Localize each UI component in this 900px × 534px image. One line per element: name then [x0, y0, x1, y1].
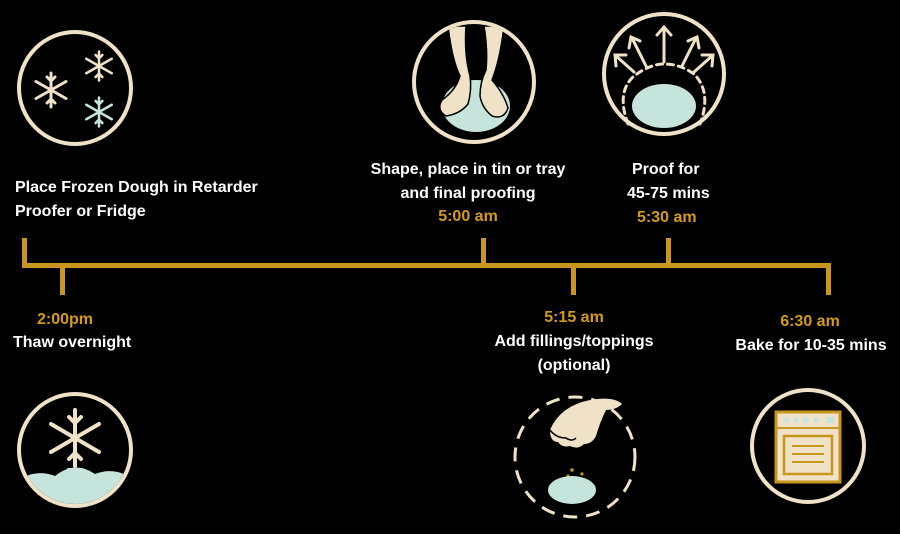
step1-label-line1: Place Frozen Dough in Retarder	[15, 179, 258, 196]
step4-label-line1: Add fillings/toppings	[494, 333, 654, 350]
step5-time: 5:30 am	[637, 209, 697, 226]
step3-label-line2: and final proofing	[400, 185, 536, 202]
timeline-tick-500am	[481, 238, 486, 268]
step1-label-line2: Proofer or Fridge	[15, 203, 146, 220]
timeline-tick-515am	[571, 263, 576, 295]
timeline-tick-530am	[666, 238, 671, 268]
step5-label-line1: Proof for	[632, 161, 700, 178]
timeline-tick-2pm	[60, 263, 65, 295]
step2-time: 2:00pm	[36, 311, 94, 328]
step3-label-line1: Shape, place in tin or tray	[370, 161, 566, 178]
rising-dough-icon	[602, 12, 726, 136]
shaping-hands-icon	[412, 20, 536, 144]
step5-label-line2: 45-75 mins	[627, 185, 710, 202]
snowflakes-icon	[17, 30, 133, 146]
step6-label: Bake for 10-35 mins	[735, 337, 887, 354]
step2-label: Thaw overnight	[13, 334, 132, 351]
timeline-bar	[22, 263, 831, 268]
step3-time: 5:00 am	[438, 208, 498, 225]
step6-time: 6:30 am	[780, 313, 840, 330]
timeline-tick-end	[826, 263, 831, 295]
sprinkling-hand-icon	[513, 395, 637, 519]
timeline-tick-start	[22, 238, 27, 268]
oven-icon	[750, 388, 866, 504]
step4-label-line2: (optional)	[537, 357, 611, 374]
thawing-snowflake-icon	[17, 392, 133, 508]
step4-time: 5:15 am	[544, 309, 604, 326]
